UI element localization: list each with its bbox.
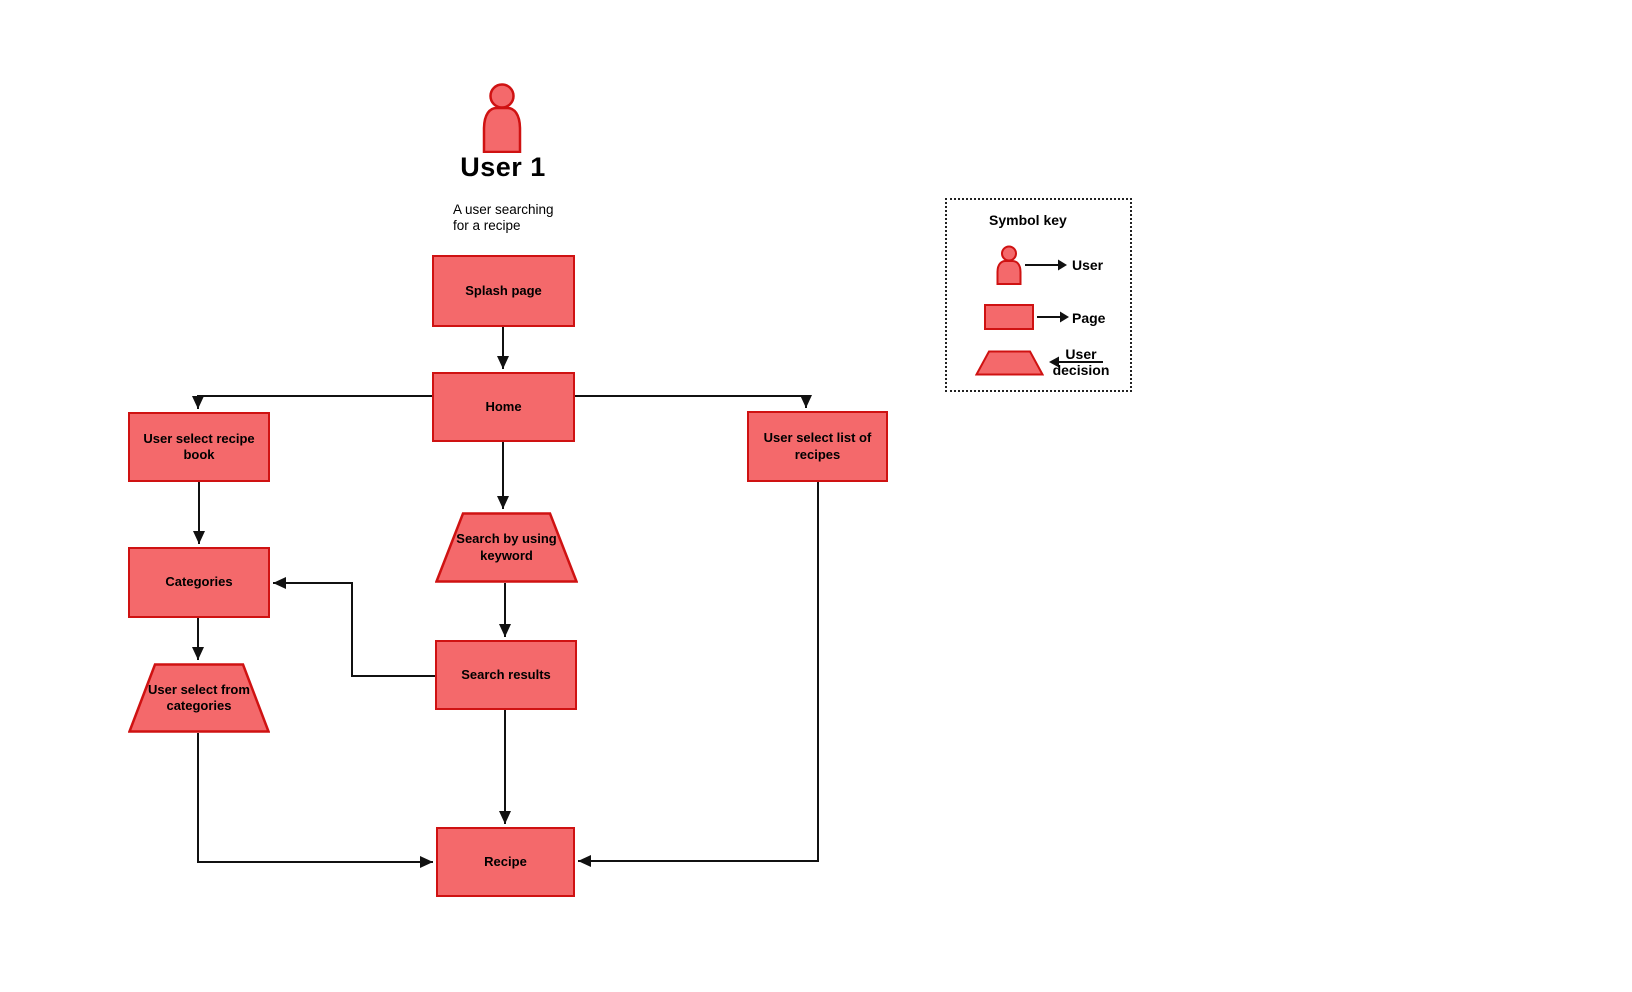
legend-page-icon (984, 304, 1034, 330)
edge-search-results-to-categories (273, 577, 435, 677)
node-label: Home (485, 398, 522, 414)
edge-select-from-categories-to-recipe (197, 733, 433, 868)
trapezoid-shape (128, 663, 270, 733)
node-search-by-using-keyword: Search by using keyword (435, 512, 578, 583)
legend-user-icon (996, 245, 1022, 285)
node-label: User select recipe book (143, 430, 255, 462)
trapezoid-shape (435, 512, 578, 583)
node-label: Categories (165, 574, 233, 590)
node-recipe: Recipe (436, 827, 575, 897)
node-home: Home (432, 372, 575, 442)
edge-home-to-select-list-of-recipes (575, 395, 812, 408)
edge-home-to-select-recipe-book (192, 395, 432, 409)
node-user-select-list-of-recipes: User select list of recipes (747, 411, 888, 482)
actor-description: A user searching for a recipe (453, 202, 554, 234)
node-label: Search results (461, 666, 551, 682)
actor-name: User 1 (460, 152, 546, 182)
symbol-key: Symbol key User Page User decision (945, 198, 1132, 392)
node-label: Splash page (465, 282, 542, 298)
legend-arrow-right-icon (1037, 311, 1069, 323)
legend-user-decision-icon (975, 350, 1044, 376)
user-icon (482, 83, 522, 153)
legend-arrow-right-icon (1025, 259, 1067, 271)
legend-label-page: Page (1072, 310, 1106, 326)
legend-arrow-left-icon (1049, 356, 1103, 368)
node-label: User select list of recipes (763, 430, 872, 462)
node-label: Search by using keyword (456, 531, 557, 563)
node-splash-page: Splash page (432, 255, 575, 327)
node-label: User select from categories (148, 681, 250, 713)
legend-label-user: User (1072, 257, 1104, 273)
symbol-key-title: Symbol key (989, 212, 1067, 228)
node-categories: Categories (128, 547, 270, 618)
node-search-results: Search results (435, 640, 577, 710)
node-user-select-recipe-book: User select recipe book (128, 412, 270, 482)
node-user-select-from-categories: User select from categories (128, 663, 270, 733)
node-label: Recipe (484, 853, 527, 869)
legend-label-user-decision: User decision (1052, 346, 1110, 379)
edge-select-list-of-recipes-to-recipe (578, 482, 819, 867)
